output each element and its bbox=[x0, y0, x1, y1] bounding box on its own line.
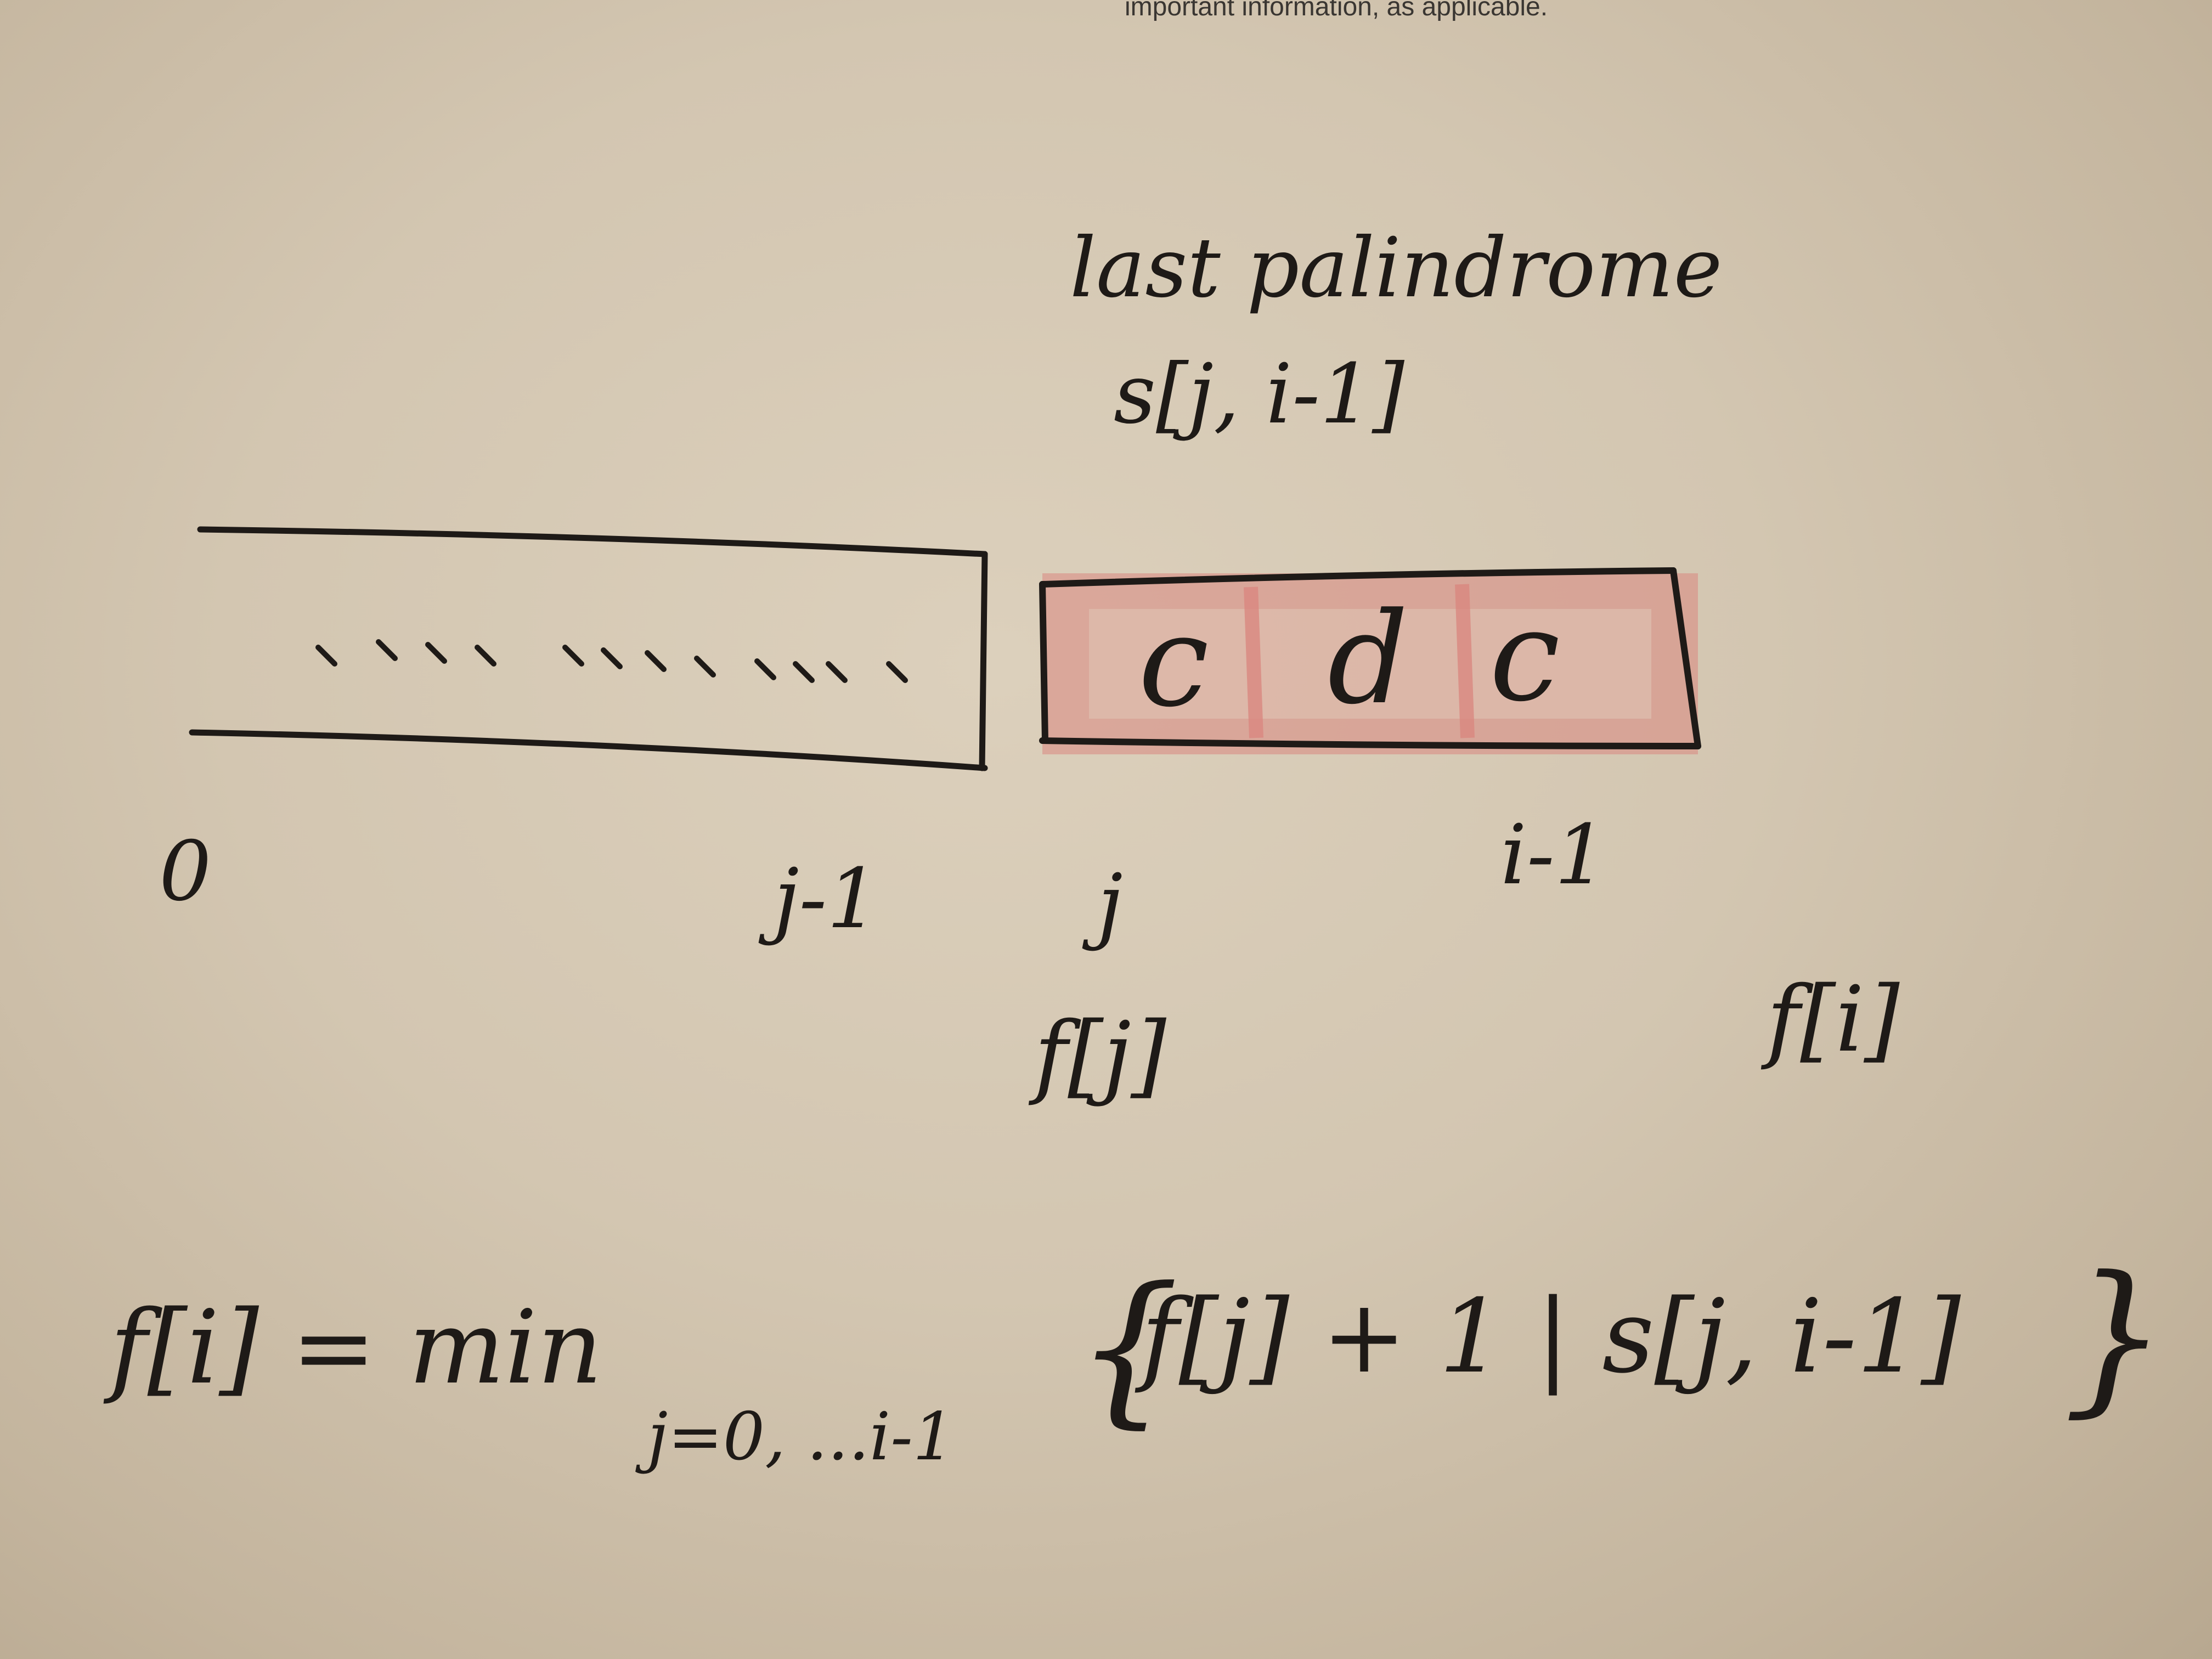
index-label-j-minus-1: j-1 bbox=[758, 851, 879, 947]
formula-open-brace: { bbox=[1075, 1252, 1180, 1443]
cell-d: d bbox=[1328, 586, 1408, 732]
cell-c-left: c bbox=[1138, 589, 1209, 735]
tick-mark bbox=[886, 661, 908, 683]
palindrome-box bbox=[1039, 567, 1701, 754]
f-j-label: f[j] bbox=[1028, 1002, 1167, 1108]
index-label-i-minus-1: i-1 bbox=[1500, 808, 1607, 903]
prefix-box-right bbox=[979, 551, 988, 771]
tick-mark bbox=[425, 642, 447, 664]
printed-header-text: important information, as applicable. bbox=[1125, 0, 1548, 21]
tick-mark bbox=[694, 656, 716, 678]
formula-subscript: j=0, ...i-1 bbox=[635, 1399, 955, 1475]
tick-mark bbox=[826, 661, 848, 683]
cell-divider bbox=[1455, 584, 1475, 738]
prefix-box bbox=[189, 526, 988, 771]
tick-mark bbox=[754, 658, 776, 680]
title-last-palindrome: last palindrome bbox=[1070, 221, 1722, 316]
palindrome-box-bottom bbox=[1039, 737, 1701, 749]
palindrome-inner-paper bbox=[1089, 609, 1651, 719]
cell-c-right: c bbox=[1489, 583, 1560, 730]
formula-close-brace: } bbox=[2063, 1241, 2168, 1432]
prefix-box-bottom bbox=[189, 729, 988, 771]
tick-mark bbox=[601, 647, 623, 669]
palindrome-box-right bbox=[1670, 567, 1701, 749]
f-i-label: f[i] bbox=[1760, 967, 1900, 1072]
tick-mark bbox=[376, 639, 398, 661]
formula-lhs: f[i] = min bbox=[103, 1288, 602, 1407]
cell-divider bbox=[1244, 586, 1263, 738]
formula-body: f[j] + 1 | s[j, i-1] bbox=[1135, 1277, 1961, 1396]
tick-mark bbox=[315, 645, 337, 667]
palindrome-box-left bbox=[1039, 581, 1048, 744]
palindrome-box-top bbox=[1039, 567, 1677, 588]
tick-mark bbox=[793, 661, 815, 683]
index-label-j: j bbox=[1082, 857, 1123, 952]
tick-mark bbox=[645, 650, 667, 672]
prefix-tick-marks bbox=[315, 639, 908, 683]
index-label-0: 0 bbox=[159, 824, 211, 919]
segment-label: s[j, i-1] bbox=[1114, 347, 1404, 442]
tick-mark bbox=[475, 645, 496, 667]
prefix-box-top bbox=[197, 526, 988, 557]
tick-mark bbox=[562, 645, 584, 667]
